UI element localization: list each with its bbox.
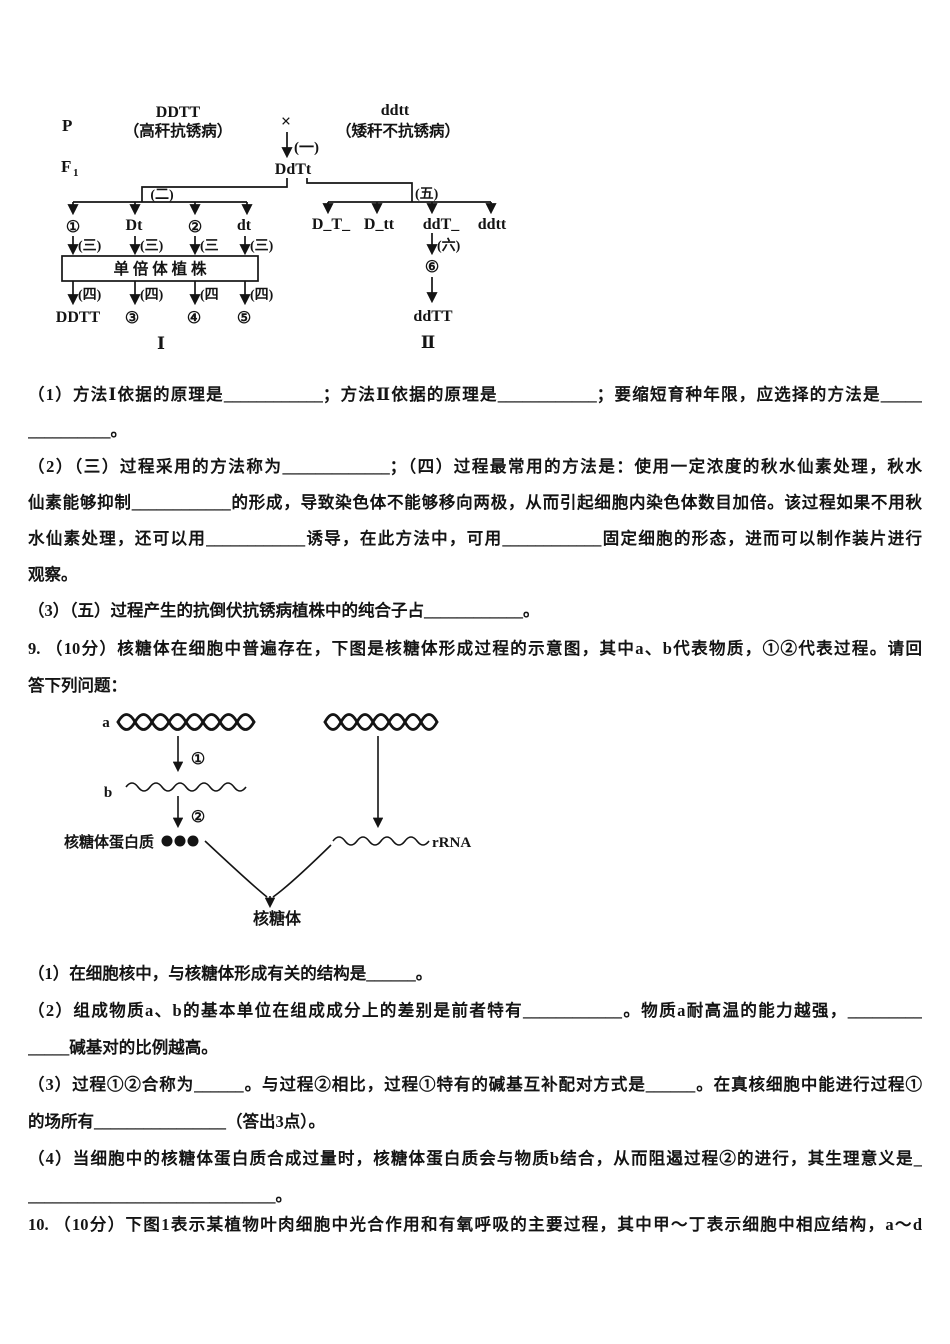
q9-intro-block: 9. （10分）核糖体在细胞中普遍存在，下图是核糖体形成过程的示意图，其中a、b… bbox=[28, 630, 922, 704]
parent1-phenotype: （高秆抗锈病） bbox=[124, 121, 233, 140]
q9-intro-line-1: 9. （10分）核糖体在细胞中普遍存在，下图是核糖体形成过程的示意图，其中a、b… bbox=[28, 639, 922, 658]
method1-result-1: DDTT bbox=[56, 309, 101, 326]
cross-diagram-lines bbox=[61, 132, 497, 306]
gamete-1: ① bbox=[66, 219, 80, 236]
mrna-wavy-line bbox=[125, 782, 247, 792]
q8-line-4: 仙素能够抑制____________的形成，导致染色体不能够移向两极，从而引起细… bbox=[28, 493, 922, 512]
haploid-plant-box bbox=[61, 255, 259, 282]
cross-symbol: × bbox=[281, 111, 291, 131]
q10-line-1: 10. （10分）下图1表示某植物叶肉细胞中光合作用和有氧呼吸的主要过程，其中甲… bbox=[28, 1215, 922, 1234]
q9-line-2: （2）组成物质a、b的基本单位在组成成分上的差别是前者特有___________… bbox=[28, 1001, 922, 1020]
substance-a-label: a bbox=[102, 715, 110, 731]
q8-line-3: （2）（三）过程采用的方法称为_____________；（四）过程最常用的方法… bbox=[28, 457, 922, 476]
process-2-label: ② bbox=[191, 809, 205, 826]
method1-result-4: ⑤ bbox=[237, 310, 251, 327]
method1-result-2: ③ bbox=[125, 310, 139, 327]
method2-label: Ⅱ bbox=[421, 333, 435, 352]
q9-line-7: ______________________________。 bbox=[28, 1186, 292, 1205]
parent2-phenotype: （矮秆不抗锈病） bbox=[336, 121, 460, 140]
ribosomal-protein-label: 核糖体蛋白质 bbox=[64, 833, 154, 851]
method1-result-3: ④ bbox=[187, 310, 201, 327]
ribosome-diagram-lines bbox=[125, 736, 430, 909]
process-four-label-2: (四) bbox=[140, 287, 164, 303]
process-one-label: (一) bbox=[294, 140, 319, 156]
substance-b-label: b bbox=[104, 785, 112, 801]
dna-helix-left bbox=[116, 713, 256, 731]
q8-line-2: __________。 bbox=[28, 421, 127, 440]
q9-line-6: （4）当细胞中的核糖体蛋白质合成过量时，核糖体蛋白质会与物质b结合，从而阻遏过程… bbox=[28, 1149, 922, 1168]
ribosome-label: 核糖体 bbox=[253, 909, 302, 928]
rrna-label: rRNA bbox=[432, 835, 471, 851]
q8-line-7: （3）（五）过程产生的抗倒伏抗锈病植株中的纯合子占____________。 bbox=[28, 601, 540, 620]
haploid-box-label: 单 倍 体 植 株 bbox=[113, 259, 207, 278]
protein-dots bbox=[161, 835, 199, 847]
f1-genotype: DdTt bbox=[275, 161, 312, 178]
p-generation-label: P bbox=[62, 116, 72, 135]
method1-label: Ⅰ bbox=[157, 334, 165, 353]
gamete-3: ② bbox=[188, 219, 202, 236]
process-four-label-4: (四) bbox=[250, 287, 274, 303]
f2-genotype-4: ddtt bbox=[478, 216, 507, 233]
genetic-cross-diagram: P DDTT （高秆抗锈病） × ddtt （矮秆不抗锈病） (一) F 1 D… bbox=[56, 102, 507, 353]
process-1-label: ① bbox=[191, 751, 205, 768]
process-four-label-3: (四 bbox=[200, 287, 219, 303]
q8-line-1: （1）方法Ⅰ依据的原理是____________；方法Ⅱ依据的原理是______… bbox=[28, 385, 922, 404]
q8-text-block: （1）方法Ⅰ依据的原理是____________；方法Ⅱ依据的原理是______… bbox=[28, 377, 922, 629]
f2-genotype-1: D_T_ bbox=[312, 216, 351, 233]
q9-line-5: 的场所有________________（答出3点）。 bbox=[28, 1112, 325, 1131]
q9-intro-line-2: 答下列问题： bbox=[28, 676, 127, 695]
process-four-label-1: (四) bbox=[78, 287, 102, 303]
process-five-label: (五) bbox=[415, 187, 439, 202]
parent2-genotype: ddtt bbox=[381, 102, 410, 119]
ribosome-formation-diagram: a ① b ② 核糖体蛋白质 rRNA 核糖体 bbox=[64, 713, 471, 928]
q9-line-3: _____碱基对的比例越高。 bbox=[28, 1038, 218, 1057]
f2-genotype-3: ddT_ bbox=[423, 216, 460, 233]
method2-result: ddTT bbox=[413, 308, 452, 325]
f1-generation-label: F bbox=[61, 157, 71, 176]
q9-line-1: （1）在细胞核中，与核糖体形成有关的结构是______。 bbox=[28, 964, 433, 983]
q9-line-4: （3）过程①②合称为______。与过程②相比，过程①特有的碱基互补配对方式是_… bbox=[28, 1075, 922, 1094]
f2-genotype-2: D_tt bbox=[364, 216, 395, 233]
f1-generation-sub: 1 bbox=[73, 167, 79, 179]
q8-line-6: 观察。 bbox=[28, 565, 78, 584]
process-six-label: (六) bbox=[437, 237, 461, 254]
parent1-genotype: DDTT bbox=[156, 104, 201, 121]
gamete-2: Dt bbox=[126, 217, 144, 234]
q8-line-5: 水仙素处理，还可以用____________诱导，在此方法中，可用_______… bbox=[28, 529, 922, 548]
process-three-label-3: (三 bbox=[200, 239, 219, 254]
dna-helix-right bbox=[323, 713, 439, 731]
circle-six: ⑥ bbox=[425, 259, 439, 276]
q10-block: 10. （10分）下图1表示某植物叶肉细胞中光合作用和有氧呼吸的主要过程，其中甲… bbox=[28, 1206, 922, 1243]
q9-questions-block: （1）在细胞核中，与核糖体形成有关的结构是______。 （2）组成物质a、b的… bbox=[28, 955, 922, 1214]
process-two-label: (二) bbox=[150, 188, 174, 203]
gamete-4: dt bbox=[237, 217, 252, 234]
process-three-label-4: (三) bbox=[250, 239, 274, 254]
process-three-label-1: (三) bbox=[78, 239, 102, 254]
rrna-wavy-line bbox=[332, 836, 430, 846]
process-three-label-2: (三) bbox=[140, 239, 164, 254]
